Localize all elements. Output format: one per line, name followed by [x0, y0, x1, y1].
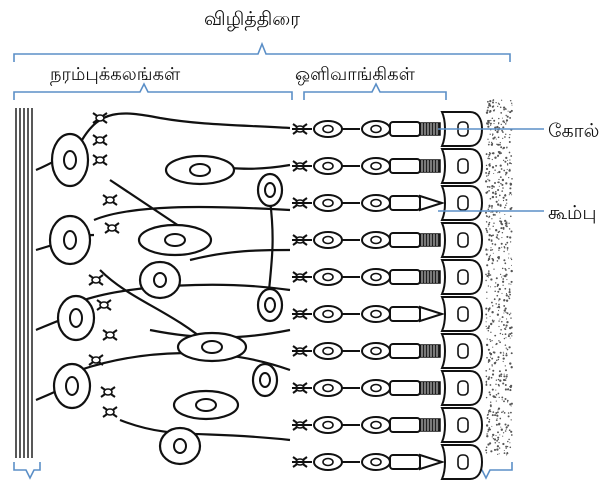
rod-cell	[292, 222, 484, 258]
photoreceptors-label: ஒளிவாங்கிகள்	[295, 64, 415, 85]
synapse-knot	[96, 299, 112, 311]
rod-cell	[292, 259, 484, 295]
photoreceptor-bracket	[303, 82, 447, 100]
optic-nerve-fibers	[15, 108, 33, 458]
synapse-knot	[92, 112, 108, 124]
nerve-fiber-bracket	[13, 462, 41, 480]
cone-cell	[292, 296, 484, 332]
neuron-layer-label: நரம்புக்கலங்கள்	[50, 64, 181, 85]
rod-cell	[291, 407, 484, 443]
rod-cell	[291, 370, 484, 406]
label-brackets	[13, 41, 513, 480]
neuron-layer-bracket	[13, 82, 293, 100]
synapse-knot	[102, 329, 118, 341]
rod-label: கோல்	[548, 120, 600, 142]
synapse-knot	[102, 194, 118, 206]
rod-cell	[292, 148, 484, 184]
retina-label: விழித்திரை	[204, 8, 301, 30]
rod-cell	[291, 111, 484, 147]
rod-cell	[291, 333, 484, 369]
synapse-knot	[104, 222, 120, 234]
synapse-knot	[88, 274, 104, 286]
synapse-knot	[102, 406, 118, 418]
cone-cell	[292, 185, 484, 221]
pigment-epithelium	[484, 99, 513, 456]
label-pointers	[438, 128, 544, 212]
synapse-knot	[92, 134, 108, 146]
cone-label: கூம்பு	[548, 202, 597, 224]
cone-cell	[292, 444, 484, 480]
synapse-knot	[88, 354, 104, 366]
synapse-knot	[100, 386, 116, 398]
synapse-knot	[92, 154, 108, 166]
neuron-nuclei	[63, 150, 276, 454]
neuron-cell-bodies	[48, 132, 284, 466]
retina-bracket	[13, 41, 511, 62]
photoreceptor-cells	[291, 111, 484, 480]
